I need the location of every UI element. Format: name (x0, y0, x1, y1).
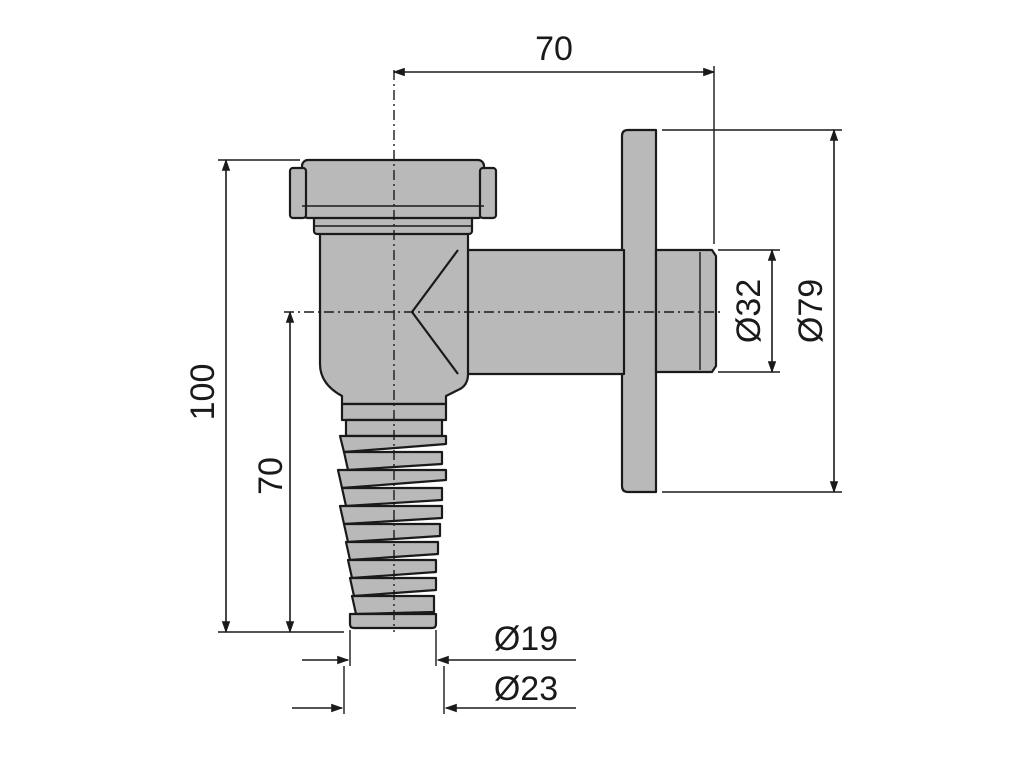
dim-label-hose-inner: Ø19 (494, 620, 558, 658)
dim-label-top-width: 70 (535, 30, 573, 68)
union-nut (300, 158, 486, 220)
nut-left-tab (288, 166, 308, 220)
nut-right-tab (478, 166, 498, 220)
outlet-stub (654, 248, 718, 374)
dim-label-outlet-height: 70 (252, 457, 290, 495)
wall-flange (620, 128, 658, 494)
dimension-hose-inner: Ø19 (302, 620, 576, 666)
dimension-outlet-height: 70 (252, 310, 295, 634)
dimension-hose-outer: Ø23 (292, 666, 576, 714)
dimension-outlet-diameter: Ø32 (718, 248, 780, 374)
dimension-top-width: 70 (392, 30, 716, 244)
dim-label-outlet-diameter: Ø32 (730, 279, 768, 343)
dim-label-total-height: 100 (184, 364, 222, 421)
dimension-flange-diameter: Ø79 (662, 128, 842, 494)
dim-label-hose-outer: Ø23 (494, 670, 558, 708)
fitting-body (288, 128, 718, 630)
dimension-total-height: 100 (184, 158, 344, 634)
dim-label-flange-diameter: Ø79 (792, 279, 830, 343)
hose-tail (336, 402, 448, 630)
